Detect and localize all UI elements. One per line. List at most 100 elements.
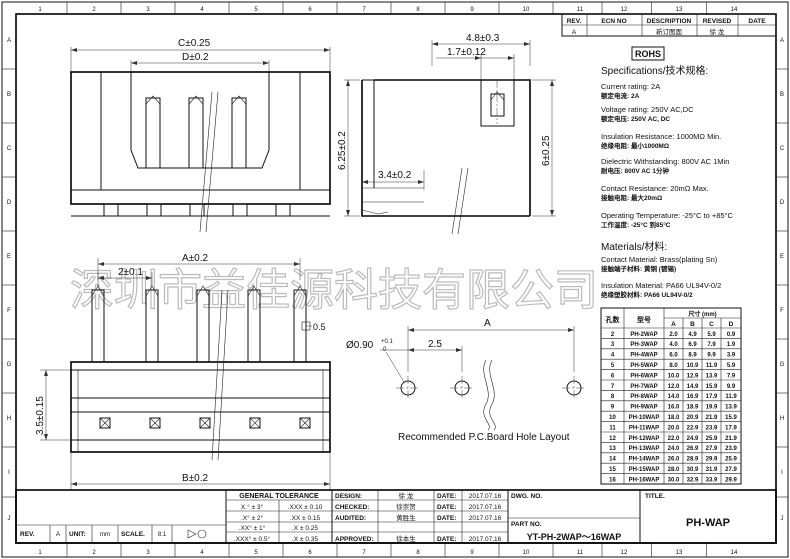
size-cell: 12 <box>609 436 616 442</box>
dim-1-7: 1.7±0.12 <box>447 47 486 58</box>
size-cell: 9.9 <box>707 353 716 359</box>
size-cell: 11.9 <box>725 394 737 400</box>
dim-3-5: 3.5±0.15 <box>35 396 46 435</box>
spec-en: Operating Temperature: -25°C to +85°C <box>601 211 734 220</box>
zone-col-label: 14 <box>731 7 738 13</box>
size-cell: 28.9 <box>687 457 699 463</box>
dwg-label: DWG. NO. <box>511 493 542 500</box>
size-cell: 25.9 <box>725 457 737 463</box>
tolerance-angle: .XXX° ± 0.5° <box>234 535 271 543</box>
sign-date-label: DATE: <box>437 493 456 500</box>
tolerance-linear: .X ± 0.25 <box>292 525 318 532</box>
size-model: PH-16WAP <box>629 477 660 483</box>
dim-6: 6±0.25 <box>541 135 552 166</box>
size-cell: 8.9 <box>688 353 697 359</box>
revision-cell: A <box>572 29 577 36</box>
spec-cn: 工作温度: -25°C 到85°C <box>601 220 671 229</box>
zone-row-label: A <box>7 38 11 44</box>
zone-col-label: 13 <box>676 550 683 556</box>
zone-row-label: G <box>780 362 785 368</box>
revision-table <box>561 13 777 37</box>
size-cell: 11.9 <box>706 363 718 369</box>
zone-row-label: B <box>780 92 784 98</box>
tolerance-angle: .X° ± 2° <box>241 514 264 522</box>
rohs-box <box>631 46 665 61</box>
zone-col-label: 10 <box>523 7 530 13</box>
zone-col-label: 11 <box>577 550 584 556</box>
size-model: PH-6WAP <box>630 373 657 379</box>
sign-date: 2017.07.16 <box>469 504 502 511</box>
size-cell: 14 <box>609 457 616 463</box>
sign-role: CHECKED: <box>335 504 369 511</box>
size-cell: 20.0 <box>668 425 680 431</box>
sign-role: AUDITED: <box>335 515 366 522</box>
material-en: Insulation Material: PA66 UL94V-0/2 <box>601 281 721 290</box>
size-cell: 13 <box>609 446 616 452</box>
size-cell: 12.0 <box>668 384 680 390</box>
revision-cell: 徐 龙 <box>710 27 725 36</box>
zone-row-label: B <box>7 92 11 98</box>
size-cell: 9 <box>611 405 615 411</box>
specs-title: Specifications/技术规格: <box>601 64 708 77</box>
size-cell: 7.9 <box>707 342 716 348</box>
scale-value: 8:1 <box>158 532 167 538</box>
zone-col-label: 3 <box>146 7 150 13</box>
zone-col-label: 12 <box>621 7 628 13</box>
sign-date: 2017.07.16 <box>469 493 502 500</box>
hole-pitch: 2.5 <box>428 339 442 350</box>
size-cell: 21.9 <box>706 415 718 421</box>
pcb-hole-layout: A 2.5 Ø0.90 +0.1 0 Recommended P.C.Board… <box>346 318 586 443</box>
revision-header: DATE <box>748 18 766 25</box>
size-cell: 10.0 <box>668 373 680 379</box>
size-cell: 9.9 <box>727 384 736 390</box>
zone-row-label: I <box>781 470 783 476</box>
size-header: 孔数 <box>606 315 621 324</box>
zone-row-label: E <box>7 254 11 260</box>
size-cell: 16.0 <box>668 405 680 411</box>
dim-d: D±0.2 <box>182 52 209 63</box>
size-cell: 29.9 <box>725 477 737 483</box>
sign-date-label: DATE: <box>437 504 456 511</box>
zone-col-label: 6 <box>308 7 312 13</box>
hole-dim-a: A <box>484 318 491 329</box>
tolerance-linear: .XXX ± 0.10 <box>288 504 323 511</box>
sign-role: DESIGN: <box>335 493 362 500</box>
size-cell: 29.9 <box>706 457 718 463</box>
unit-value: mm <box>100 532 110 538</box>
spec-en: Voltage rating: 250V AC,DC <box>601 105 694 114</box>
spec-en: Contact Resistance: 20mΩ Max. <box>601 184 709 193</box>
materials-title: Materials/材料: <box>601 240 667 253</box>
material-cn: 接触端子材料: 黄铜 (镀锡) <box>601 264 676 273</box>
size-cell: 30.9 <box>687 467 699 473</box>
size-cell: 10.9 <box>687 363 699 369</box>
part-label: PART NO. <box>511 521 542 528</box>
size-cell: 27.9 <box>725 467 737 473</box>
sign-name: 徐 龙 <box>399 491 414 500</box>
tolerance-angle: X.° ± 3° <box>241 503 264 511</box>
size-header: B <box>690 321 695 328</box>
material-cn: 绝缘塑胶材料: PA66 UL94V-0/2 <box>601 290 693 299</box>
zone-row-label: H <box>780 416 784 422</box>
spec-en: Insulation Resistance: 1000MΩ Min. <box>601 132 721 141</box>
zone-row-label: E <box>780 254 784 260</box>
zone-col-label: 4 <box>200 550 204 556</box>
material-en: Contact Material: Brass(plating Sn) <box>601 255 718 264</box>
zone-col-label: 13 <box>676 7 683 13</box>
size-cell: 23.9 <box>706 425 718 431</box>
size-cell: 6.9 <box>688 342 697 348</box>
sign-name: 徐崇贺 <box>396 502 416 511</box>
zone-row-label: A <box>780 38 784 44</box>
zone-row-label: G <box>7 362 12 368</box>
zone-row-label: F <box>7 308 11 314</box>
zone-col-label: 1 <box>38 7 42 13</box>
zone-col-label: 3 <box>146 550 150 556</box>
size-cell: 31.9 <box>706 467 718 473</box>
tolerance-linear: .X ± 0.35 <box>292 536 318 543</box>
size-cell: 14.0 <box>668 394 680 400</box>
spec-en: Current rating: 2A <box>601 82 660 91</box>
rev-value: A <box>56 531 61 538</box>
